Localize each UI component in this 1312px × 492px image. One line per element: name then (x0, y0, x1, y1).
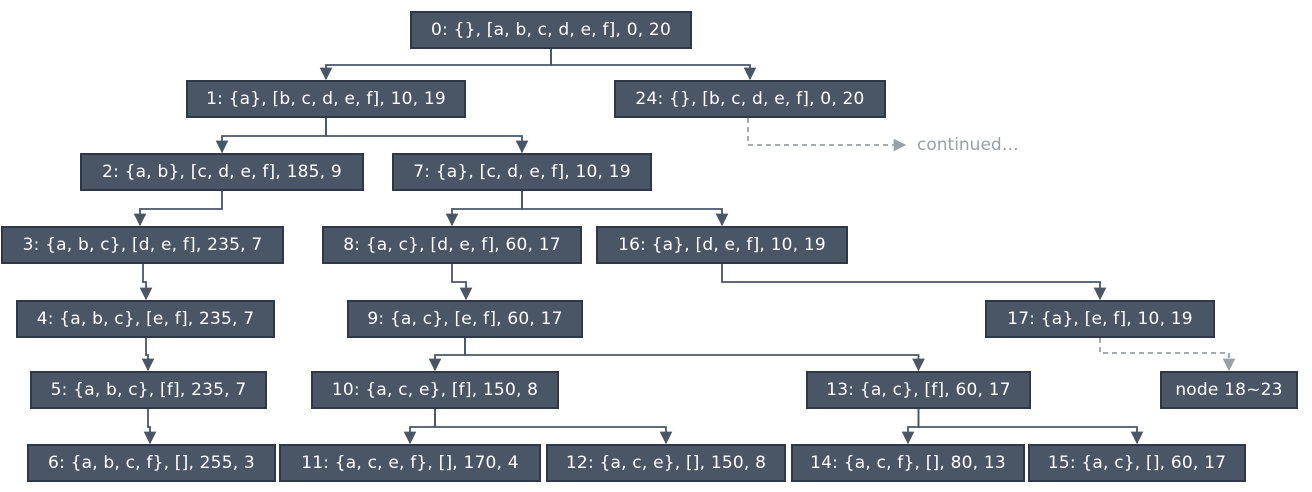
edge-n1-n7 (325, 118, 529, 154)
node-6: 6: {a, b, c, f}, [], 255, 3 (27, 444, 276, 482)
dashed-edge-n24-continued (747, 118, 907, 152)
node-9: 9: {a, c}, [e, f], 60, 17 (347, 300, 583, 338)
edge-n10-n11 (403, 409, 436, 445)
edge-n4-n5 (141, 338, 155, 372)
node-16: 16: {a}, [d, e, f], 10, 19 (596, 226, 848, 264)
edge-n2-n3 (133, 191, 223, 227)
edge-n9-n10 (428, 338, 466, 372)
dashed-edge-n17-n18 (1099, 338, 1236, 372)
node-7: 7: {a}, [c, d, e, f], 10, 19 (392, 153, 652, 191)
node-5: 5: {a, b, c}, [f], 235, 7 (30, 371, 267, 409)
edge-n5-n6 (143, 409, 157, 445)
continued-label: continued… (917, 135, 1019, 155)
edge-n7-n16 (521, 191, 729, 227)
edge-n1-n2 (215, 118, 327, 154)
node-17: 17: {a}, [e, f], 10, 19 (985, 300, 1215, 338)
node-12: 12: {a, c, e}, [], 150, 8 (546, 444, 786, 482)
edge-n3-n4 (139, 264, 153, 301)
node-10: 10: {a, c, e}, [f], 150, 8 (311, 371, 559, 409)
edge-n8-n9 (451, 264, 473, 301)
edge-n16-n17 (721, 264, 1107, 301)
edge-n7-n8 (445, 191, 523, 227)
edge-n0-n1 (319, 49, 552, 81)
node-8: 8: {a, c}, [d, e, f], 60, 17 (322, 226, 582, 264)
node-1: 1: {a}, [b, c, d, e, f], 10, 19 (186, 80, 466, 118)
edge-n9-n13 (464, 338, 925, 372)
node-24: 24: {}, [b, c, d, e, f], 0, 20 (614, 80, 886, 118)
node-13: 13: {a, c}, [f], 60, 17 (806, 371, 1031, 409)
edge-n0-n24 (550, 49, 757, 81)
edge-n10-n12 (434, 409, 673, 445)
edge-n13-n14 (901, 409, 920, 445)
node-11: 11: {a, c, e, f}, [], 170, 4 (279, 444, 541, 482)
edge-n13-n15 (917, 409, 1144, 445)
node-3: 3: {a, b, c}, [d, e, f], 235, 7 (1, 226, 284, 264)
node-0: 0: {}, [a, b, c, d, e, f], 0, 20 (410, 11, 692, 49)
node-2: 2: {a, b}, [c, d, e, f], 185, 9 (80, 153, 364, 191)
node-18-23: node 18~23 (1160, 371, 1298, 409)
node-15: 15: {a, c}, [], 60, 17 (1028, 444, 1246, 482)
node-4: 4: {a, b, c}, [e, f], 235, 7 (16, 300, 275, 338)
node-14: 14: {a, c, f}, [], 80, 13 (791, 444, 1025, 482)
